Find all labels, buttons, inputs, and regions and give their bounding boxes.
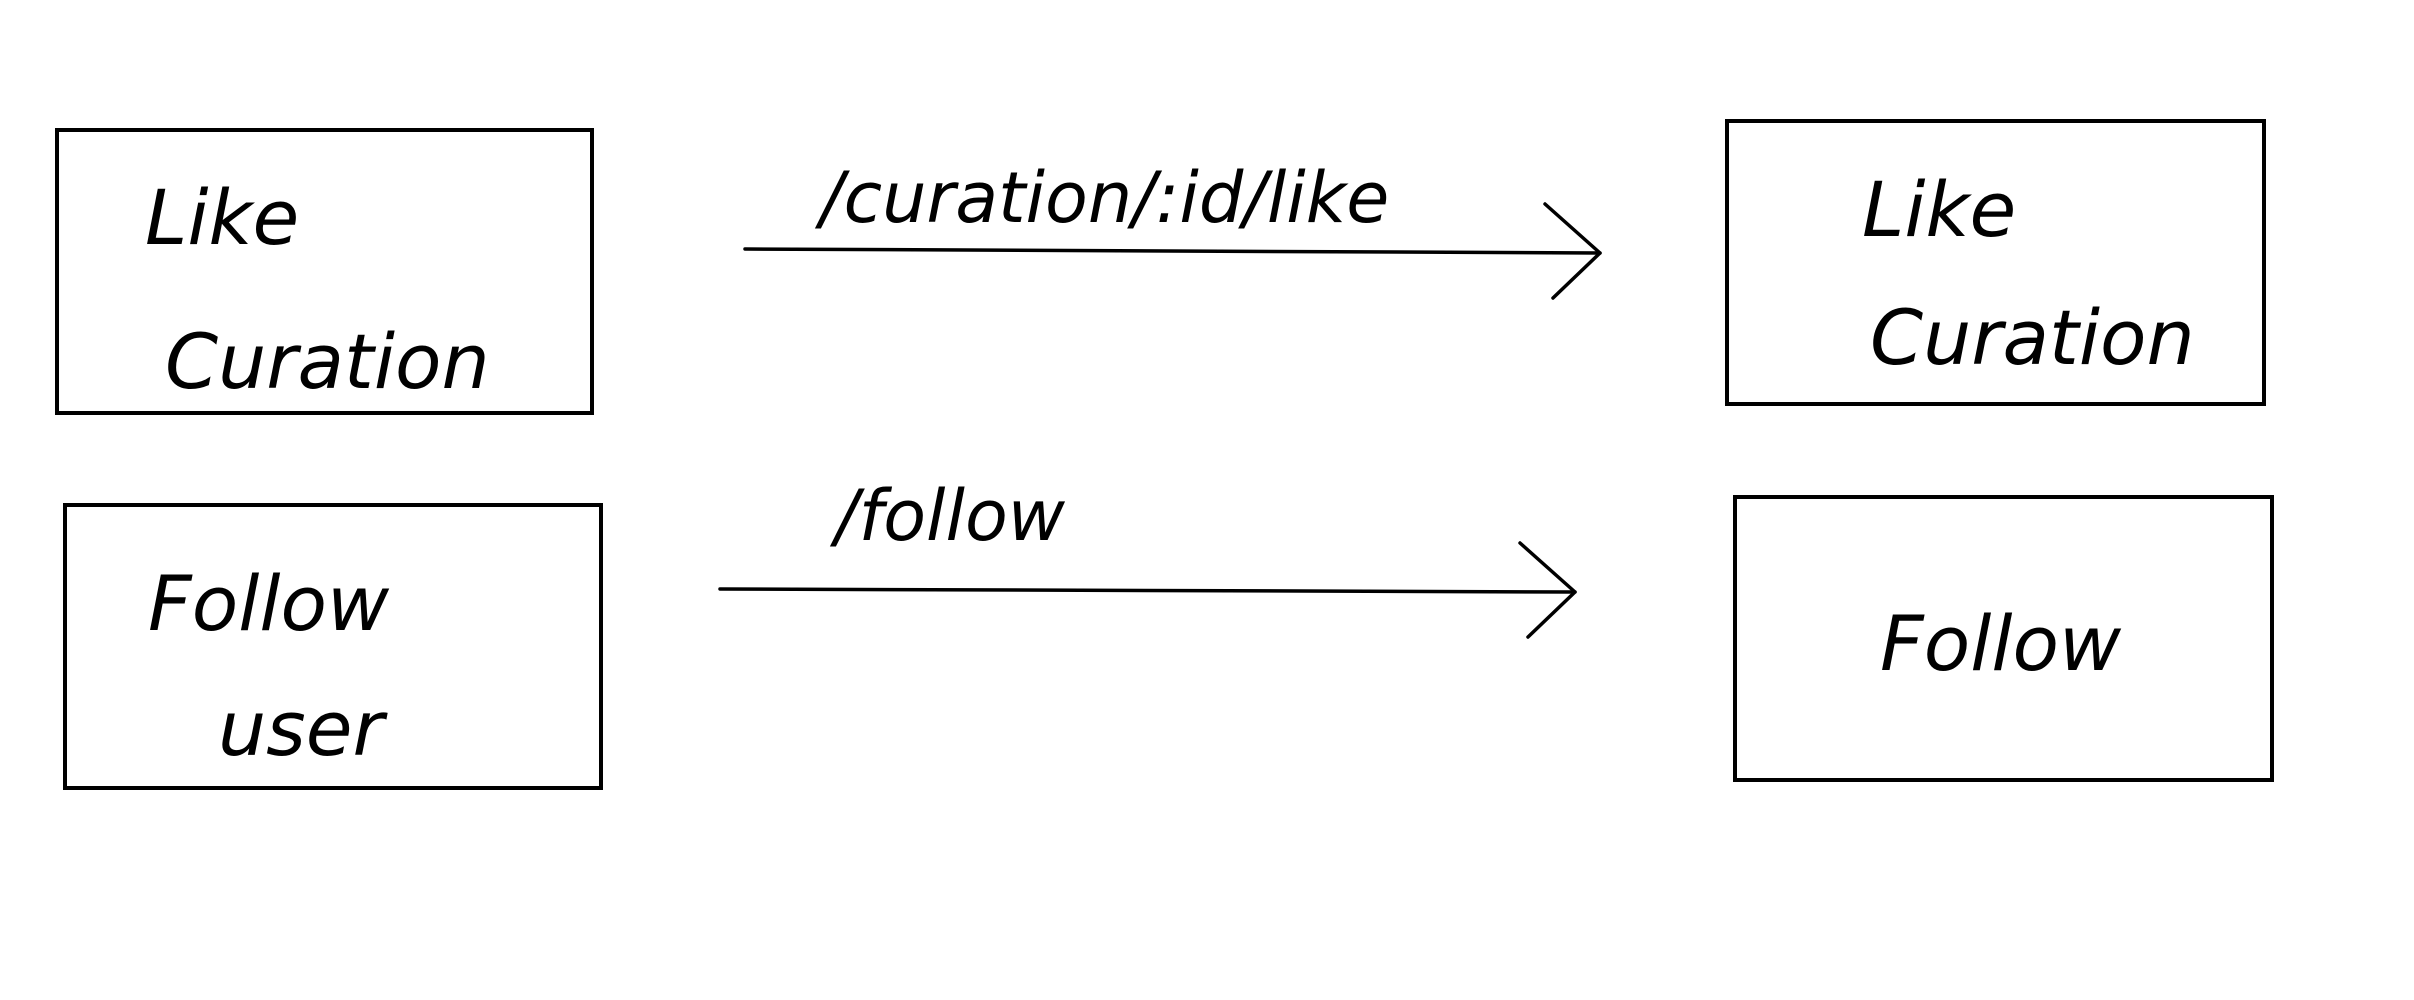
arrow-follow-line	[718, 587, 1577, 594]
source-box-like-curation-line1: Like	[145, 173, 299, 262]
source-box-follow-user-line1: Follow	[148, 559, 390, 648]
arrow-like-head	[1543, 202, 1602, 300]
source-box-like-curation-line2: Curation	[165, 317, 490, 406]
source-box-like-curation	[55, 128, 594, 415]
target-box-follow	[1733, 495, 2274, 782]
row-follow: Follow user /follow Follow	[63, 475, 2274, 790]
target-box-like-curation-line1: Like	[1862, 165, 2016, 254]
arrow-like-line	[743, 247, 1602, 255]
row-like-curation: Like Curation /curation/:id/like Like Cu…	[55, 119, 2266, 415]
arrow-label-follow-endpoint: /follow	[829, 475, 1066, 557]
target-box-like-curation-line2: Curation	[1870, 293, 2195, 382]
target-box-like-curation	[1725, 119, 2266, 406]
source-box-follow-user-line2: user	[218, 684, 389, 773]
source-box-follow-user	[63, 503, 603, 790]
arrow-follow-head	[1518, 541, 1577, 639]
arrow-label-like-endpoint: /curation/:id/like	[814, 157, 1389, 239]
target-box-follow-line1: Follow	[1880, 599, 2122, 688]
